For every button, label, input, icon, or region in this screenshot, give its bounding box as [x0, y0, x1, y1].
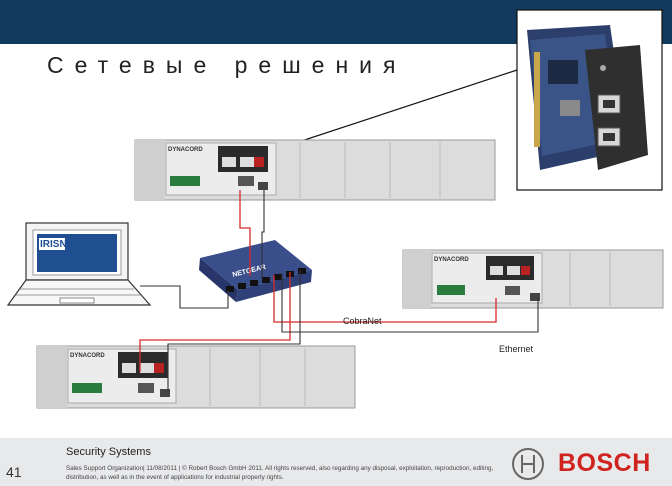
device-brand-top: DYNACORD [168, 147, 203, 153]
dynacord-device-top [134, 139, 496, 201]
device-brand-bottom: DYNACORD [70, 353, 105, 359]
page-title: Сетевые решения [47, 52, 407, 78]
cobranet-cables [139, 190, 497, 372]
cobranet-label: CobraNet [343, 316, 382, 326]
bosch-armature-icon [512, 448, 544, 480]
cobranet-card-image [516, 9, 663, 191]
ethernet-label: Ethernet [499, 344, 534, 354]
page-number: 41 [6, 464, 22, 480]
footer-title: Security Systems [66, 446, 151, 458]
footer [0, 438, 672, 486]
bosch-logo: BOSCH [558, 449, 651, 477]
pointer-line [267, 69, 518, 153]
laptop [6, 222, 152, 306]
dynacord-device-right [402, 249, 664, 309]
iris-net-logo: IRISNet [40, 239, 76, 250]
dynacord-device-bottom [36, 345, 356, 409]
ethernet-cables [140, 190, 539, 393]
device-brand-right: DYNACORD [434, 257, 469, 263]
footer-note: Sales Support Organization| 11/08/2011 |… [66, 465, 494, 481]
